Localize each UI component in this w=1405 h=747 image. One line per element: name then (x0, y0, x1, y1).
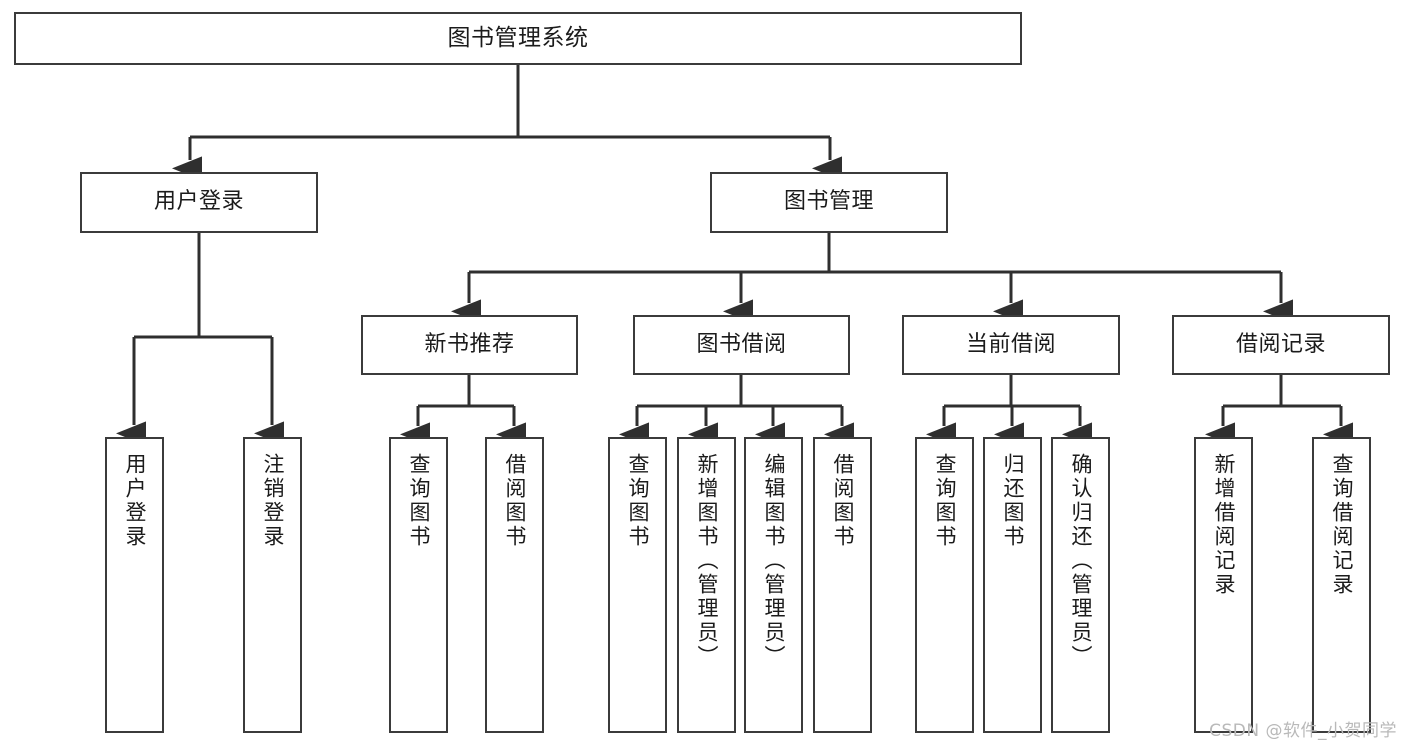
leaf-user-login[interactable]: 用户登录 (105, 437, 164, 733)
leaf-edit-book-admin[interactable]: 编辑图书（管理员） (744, 437, 803, 733)
leaf-query-books-borrow[interactable]: 查询图书 (608, 437, 667, 733)
node-new-book-recommend[interactable]: 新书推荐 (361, 315, 578, 375)
leaf-query-books-borrow-label: 查询图书 (626, 453, 650, 549)
watermark: CSDN @软件_小贺同学 (1209, 721, 1397, 741)
leaf-query-books-current[interactable]: 查询图书 (915, 437, 974, 733)
leaf-add-borrow-record[interactable]: 新增借阅记录 (1194, 437, 1253, 733)
leaf-logout[interactable]: 注销登录 (243, 437, 302, 733)
leaf-query-borrow-record[interactable]: 查询借阅记录 (1312, 437, 1371, 733)
leaf-user-login-label: 用户登录 (123, 453, 147, 549)
node-root-label: 图书管理系统 (447, 24, 589, 51)
leaf-borrow-books-borrow-label: 借阅图书 (831, 453, 855, 549)
leaf-confirm-return-admin[interactable]: 确认归还（管理员） (1051, 437, 1110, 733)
leaf-return-books[interactable]: 归还图书 (983, 437, 1042, 733)
node-book-borrow-label: 图书借阅 (696, 331, 787, 357)
node-current-borrow[interactable]: 当前借阅 (902, 315, 1120, 375)
node-user-login-label: 用户登录 (153, 189, 244, 215)
leaf-borrow-books-borrow[interactable]: 借阅图书 (813, 437, 872, 733)
node-book-management-label: 图书管理 (783, 189, 874, 215)
node-user-login[interactable]: 用户登录 (80, 172, 318, 233)
leaf-return-books-label: 归还图书 (1001, 453, 1025, 549)
leaf-add-book-admin-label: 新增图书（管理员） (695, 453, 719, 669)
leaf-query-books-recommend-label: 查询图书 (407, 453, 431, 549)
node-root[interactable]: 图书管理系统 (14, 12, 1022, 65)
leaf-add-book-admin[interactable]: 新增图书（管理员） (677, 437, 736, 733)
leaf-borrow-books-recommend[interactable]: 借阅图书 (485, 437, 544, 733)
node-borrow-records-label: 借阅记录 (1235, 331, 1326, 357)
leaf-confirm-return-admin-label: 确认归还（管理员） (1069, 453, 1093, 669)
leaf-query-books-current-label: 查询图书 (933, 453, 957, 549)
node-borrow-records[interactable]: 借阅记录 (1172, 315, 1390, 375)
leaf-query-borrow-record-label: 查询借阅记录 (1330, 453, 1354, 597)
node-book-management[interactable]: 图书管理 (710, 172, 948, 233)
leaf-add-borrow-record-label: 新增借阅记录 (1212, 453, 1236, 597)
node-book-borrow[interactable]: 图书借阅 (633, 315, 850, 375)
node-current-borrow-label: 当前借阅 (965, 331, 1056, 357)
leaf-logout-label: 注销登录 (261, 453, 285, 549)
leaf-edit-book-admin-label: 编辑图书（管理员） (762, 453, 786, 669)
leaf-borrow-books-recommend-label: 借阅图书 (503, 453, 527, 549)
leaf-query-books-recommend[interactable]: 查询图书 (389, 437, 448, 733)
node-new-book-recommend-label: 新书推荐 (424, 331, 515, 357)
